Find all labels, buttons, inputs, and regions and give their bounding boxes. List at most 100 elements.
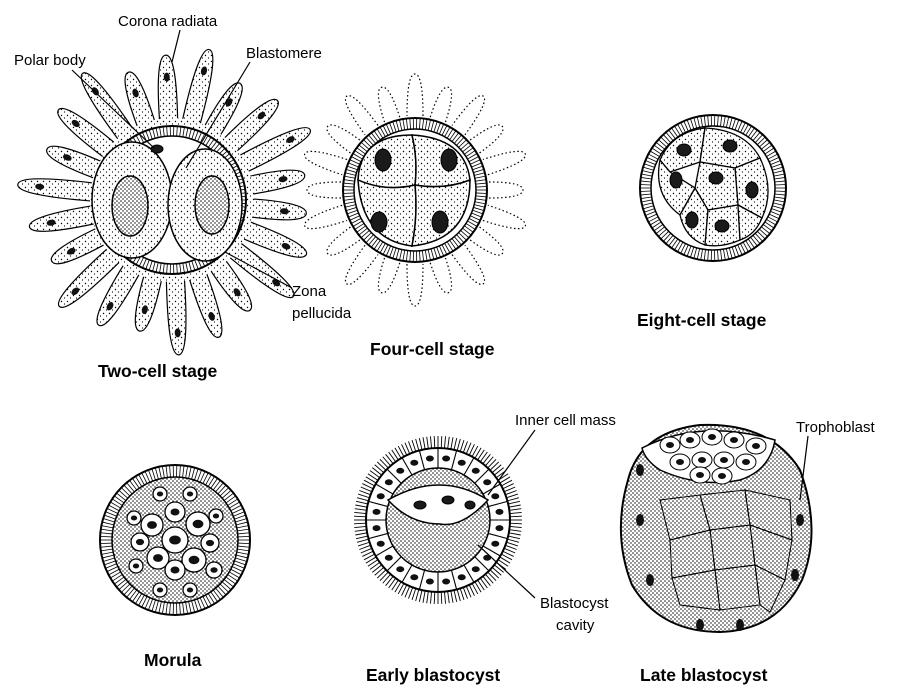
zona-hair bbox=[372, 565, 381, 572]
zona-hair bbox=[356, 536, 368, 539]
corona-finger bbox=[189, 271, 222, 338]
trophoblast-nucleus bbox=[385, 479, 393, 485]
zona-hair bbox=[509, 533, 521, 535]
zona-hair bbox=[386, 454, 393, 463]
morula bbox=[100, 465, 250, 615]
trophoblast-nucleus bbox=[426, 578, 434, 584]
zona-hair bbox=[494, 468, 503, 475]
zona-hair bbox=[357, 498, 369, 501]
zona-hair bbox=[451, 591, 453, 603]
zona-hair bbox=[490, 462, 499, 470]
trophoblast-nucleus bbox=[495, 509, 503, 515]
zona-hair bbox=[483, 576, 490, 585]
trophoblast-nucleus bbox=[472, 566, 480, 572]
trophoblast-nucleus bbox=[396, 566, 404, 572]
zona-hair bbox=[506, 494, 517, 498]
zona-hatch-line bbox=[476, 193, 487, 194]
zona-hair bbox=[505, 490, 516, 494]
zona-hair bbox=[423, 437, 425, 449]
corona-outline bbox=[407, 74, 423, 116]
zona-hair bbox=[444, 436, 445, 448]
morula-nucleus bbox=[157, 492, 163, 497]
title-eight-cell-stage: Eight-cell stage bbox=[637, 310, 767, 330]
nucleus bbox=[715, 220, 729, 232]
corona-finger bbox=[182, 49, 213, 126]
trophoblast-nucleus bbox=[442, 456, 450, 462]
zona-hair bbox=[419, 438, 422, 450]
zona-hair bbox=[430, 592, 431, 604]
zona-hair bbox=[416, 439, 419, 451]
zona-hair bbox=[408, 587, 412, 598]
label-polar-body: Polar body bbox=[14, 52, 86, 69]
inner-cell-mass-leader bbox=[488, 430, 535, 495]
zona-hair bbox=[454, 590, 457, 602]
corona-finger bbox=[125, 72, 155, 129]
morula-nucleus bbox=[171, 567, 180, 574]
zona-hair bbox=[380, 572, 388, 581]
zona-hair bbox=[485, 457, 493, 466]
trophoblast-nucleus bbox=[491, 493, 499, 499]
nucleus bbox=[670, 172, 682, 188]
eight-cell-stage bbox=[640, 115, 786, 261]
trophoblast-nucleus bbox=[791, 569, 799, 581]
trophoblast-nucleus bbox=[646, 574, 654, 586]
zona-hair bbox=[454, 438, 457, 450]
corona-outline bbox=[345, 96, 378, 135]
nucleus bbox=[441, 149, 457, 171]
nucleus bbox=[686, 212, 698, 228]
corona-outline bbox=[452, 96, 485, 135]
trophoblast-nucleus bbox=[636, 464, 644, 476]
zona-hatch-line bbox=[640, 191, 651, 192]
corona-finger bbox=[249, 199, 307, 220]
morula-nucleus bbox=[133, 564, 139, 569]
zona-hair bbox=[488, 459, 496, 468]
corona-outline bbox=[407, 264, 423, 306]
icm-nucleus bbox=[676, 459, 684, 465]
morula-nucleus bbox=[187, 492, 193, 497]
zona-hair bbox=[377, 570, 386, 578]
zona-hair bbox=[377, 462, 386, 470]
zona-hair bbox=[380, 459, 388, 468]
morula-nucleus bbox=[189, 556, 200, 564]
nucleus bbox=[432, 211, 448, 233]
corona-outline bbox=[378, 87, 399, 122]
nucleus-right bbox=[195, 176, 229, 234]
corona-outline bbox=[489, 182, 523, 198]
corona-finger bbox=[247, 170, 305, 194]
zona-hatch-line bbox=[476, 187, 487, 188]
icm-nucleus bbox=[686, 437, 694, 443]
zona-hair bbox=[460, 440, 464, 451]
zona-hair bbox=[354, 516, 366, 517]
zona-hair bbox=[492, 465, 501, 473]
zona-hair bbox=[507, 498, 519, 501]
zona-hair bbox=[372, 468, 381, 475]
zona-hair bbox=[463, 587, 467, 598]
nucleus bbox=[709, 172, 723, 184]
zona-hair bbox=[448, 591, 450, 603]
zona-hair bbox=[358, 494, 369, 498]
zona-hair bbox=[444, 592, 445, 604]
trophoblast-nucleus bbox=[396, 468, 404, 474]
trophoblast-nucleus bbox=[377, 493, 385, 499]
morula-nucleus bbox=[136, 539, 144, 545]
zona-hatch-line bbox=[775, 184, 786, 185]
zona-hair bbox=[460, 588, 464, 599]
zona-hair bbox=[375, 465, 384, 473]
zona-hair bbox=[383, 457, 391, 466]
corona-outline bbox=[483, 151, 526, 174]
zona-hair bbox=[510, 512, 522, 513]
trophoblast-nucleus bbox=[385, 555, 393, 561]
corona-outline bbox=[378, 258, 399, 293]
nucleus bbox=[414, 501, 426, 509]
zona-hair bbox=[354, 512, 366, 513]
trophoblast-nucleus bbox=[410, 574, 418, 580]
zona-hair bbox=[355, 509, 367, 511]
title-morula: Morula bbox=[144, 650, 202, 670]
trophoblast-nucleus bbox=[458, 460, 466, 466]
zona-hair bbox=[510, 526, 522, 527]
title-two-cell-stage: Two-cell stage bbox=[98, 361, 218, 381]
zona-hair bbox=[408, 441, 412, 452]
corona-finger bbox=[18, 179, 96, 201]
icm-nucleus bbox=[708, 434, 716, 440]
morula-nucleus bbox=[193, 520, 204, 528]
